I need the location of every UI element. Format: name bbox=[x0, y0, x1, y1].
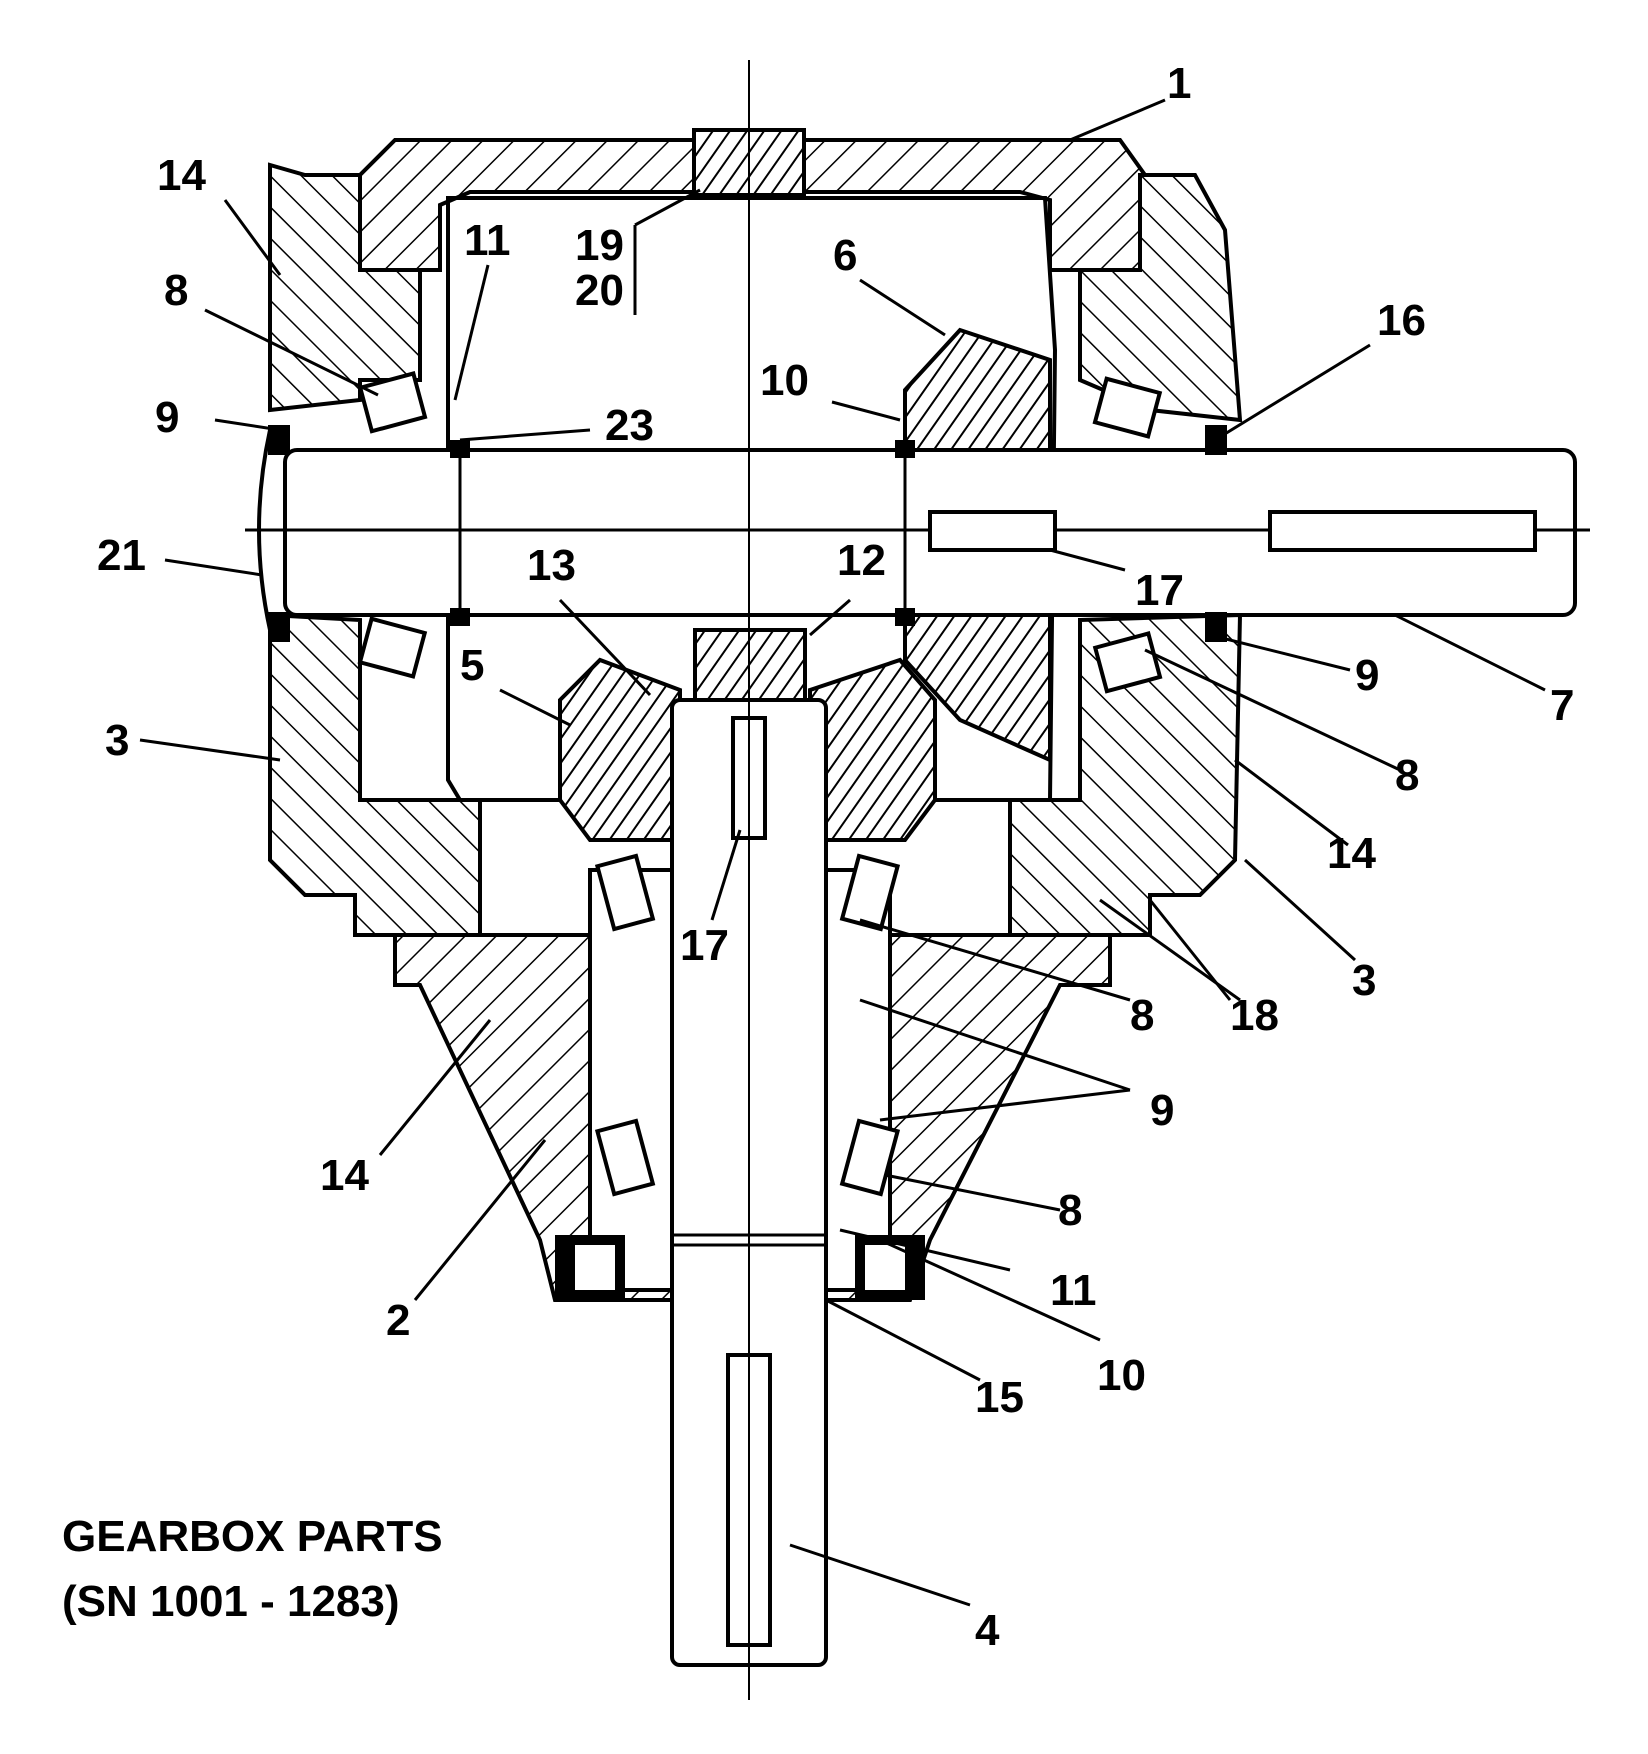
callout-17-center: 17 bbox=[680, 921, 729, 970]
callout-14-right: 14 bbox=[1327, 829, 1376, 878]
callout-14-bottom-left: 14 bbox=[320, 1151, 369, 1200]
callout-8-top-left: 8 bbox=[164, 266, 188, 315]
callout-14-top-left: 14 bbox=[157, 151, 206, 200]
callout-10-bottom: 10 bbox=[1097, 1351, 1146, 1400]
callout-13: 13 bbox=[527, 541, 576, 590]
callout-20: 20 bbox=[575, 266, 624, 315]
callout-11-top: 11 bbox=[464, 216, 511, 265]
callout-6: 6 bbox=[833, 231, 857, 280]
callout-3-left: 3 bbox=[105, 716, 129, 765]
diagram-serial-range: (SN 1001 - 1283) bbox=[62, 1577, 400, 1626]
callout-15: 15 bbox=[975, 1373, 1024, 1422]
seals bbox=[268, 425, 1227, 642]
callout-3-right: 3 bbox=[1352, 956, 1376, 1005]
callout-8-bottom: 8 bbox=[1058, 1186, 1082, 1235]
bevel-gear-horizontal bbox=[903, 327, 1052, 764]
callout-12: 12 bbox=[837, 536, 886, 585]
callout-16: 16 bbox=[1377, 296, 1426, 345]
bearings bbox=[357, 371, 1163, 1197]
horizontal-shaft bbox=[245, 429, 1590, 631]
callout-9-top-left: 9 bbox=[155, 393, 179, 442]
right-side-housing bbox=[1008, 173, 1243, 937]
callout-7: 7 bbox=[1550, 681, 1574, 730]
callout-8-right: 8 bbox=[1395, 751, 1419, 800]
callout-10-top: 10 bbox=[760, 356, 809, 405]
callout-9-right: 9 bbox=[1355, 651, 1379, 700]
callout-4: 4 bbox=[975, 1606, 1000, 1655]
callout-labels: 1 14 11 19 20 6 8 16 10 9 23 21 13 12 17… bbox=[97, 59, 1574, 1655]
callout-18: 18 bbox=[1230, 991, 1279, 1040]
callout-1: 1 bbox=[1167, 59, 1191, 108]
callout-2: 2 bbox=[386, 1296, 410, 1345]
callout-17-right: 17 bbox=[1135, 566, 1184, 615]
callout-9-bottom: 9 bbox=[1150, 1086, 1174, 1135]
callout-19: 19 bbox=[575, 221, 624, 270]
bevel-gear-vertical bbox=[558, 657, 937, 842]
leader-lines bbox=[139, 98, 1546, 1607]
diagram-title: GEARBOX PARTS bbox=[62, 1512, 443, 1561]
callout-8-center: 8 bbox=[1130, 991, 1154, 1040]
callout-21: 21 bbox=[97, 531, 146, 580]
callout-5: 5 bbox=[460, 641, 484, 690]
callout-11-bottom: 11 bbox=[1050, 1266, 1097, 1315]
callout-23: 23 bbox=[605, 401, 654, 450]
